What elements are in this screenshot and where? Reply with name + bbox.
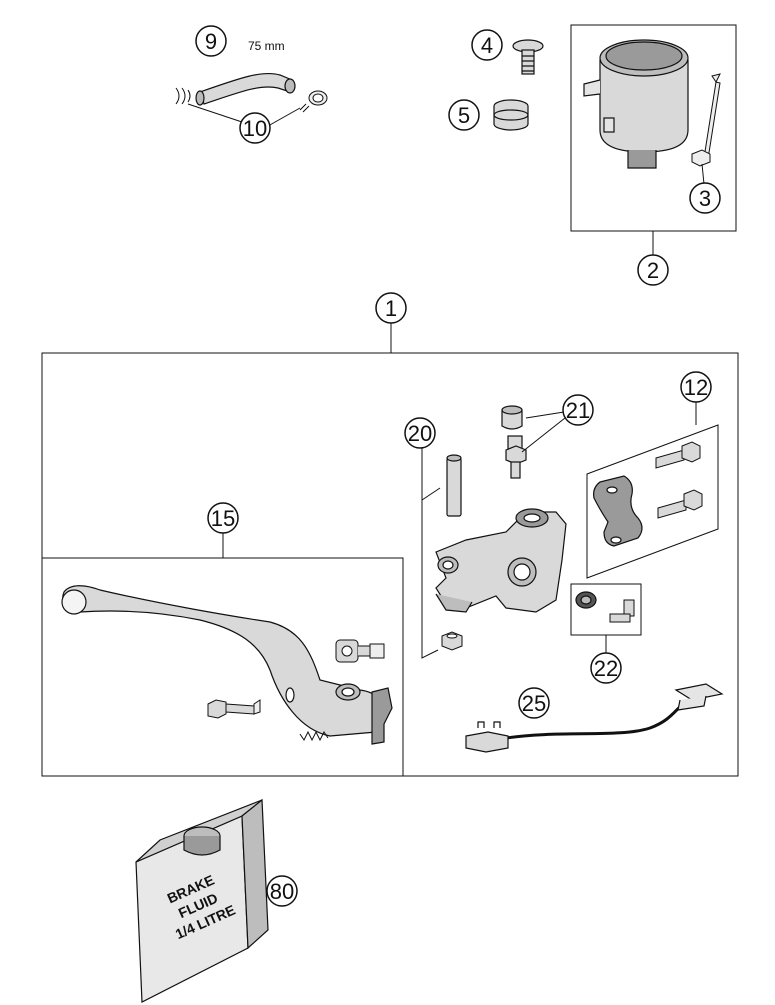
callout-1: 1 [375,292,407,353]
spring-part [299,730,329,742]
hose-length-label: 75 mm [248,39,285,53]
brake-switch-cable-part [465,683,724,753]
fluid-label: BRAKE FLUID 1/4 LITRE [165,872,238,943]
callout-20: 20 [404,417,436,449]
clamp-bolt-top [655,441,701,469]
hose-clamp-right [299,90,328,113]
svg-text:4: 4 [481,33,493,58]
callout-20-bracket [421,448,441,659]
adjuster-part [335,639,385,663]
callout-80: 80 [266,875,298,907]
bleed-screw-part [505,435,527,479]
svg-text:10: 10 [243,116,267,141]
svg-text:9: 9 [205,29,217,54]
svg-text:15: 15 [211,506,235,531]
grommet-part [493,99,529,131]
callout-21: 21 [521,394,594,453]
callout-2: 2 [637,231,669,286]
svg-text:5: 5 [458,103,470,128]
screw-part [512,39,544,75]
pivot-bolt-part [207,699,261,719]
fitting-part [609,599,635,623]
brake-lever-part [61,585,393,745]
callout-12: 12 [680,371,712,425]
svg-text:25: 25 [522,691,546,716]
bleed-cap-part [501,405,523,430]
clamp-bolt-bottom [657,489,703,519]
svg-text:3: 3 [699,186,711,211]
nut-part [441,631,463,651]
callout-25: 25 [518,687,550,719]
svg-text:75 mm: 75 mm [248,39,285,53]
hose-part [195,72,296,106]
svg-text:22: 22 [594,656,618,681]
callout-22: 22 [590,635,622,684]
hose-clamp-left [175,87,191,105]
clamp-box [586,424,719,579]
svg-text:2: 2 [647,258,659,283]
callout-5: 5 [448,99,480,131]
callout-4: 4 [471,29,503,61]
svg-text:1: 1 [385,296,397,321]
reservoir-part [583,39,689,169]
pin-part [446,454,462,517]
brake-fluid-can [135,798,269,1003]
svg-text:20: 20 [408,421,432,446]
callout-15: 15 [207,502,239,558]
callout-3: 3 [689,163,721,214]
svg-text:12: 12 [684,375,708,400]
callout-10: 10 [187,103,301,144]
master-cylinder-part [435,508,567,613]
seal-part [575,591,597,609]
clamp-part [593,475,643,547]
svg-text:21: 21 [566,398,590,423]
svg-text:80: 80 [270,879,294,904]
reservoir-bolt-part [691,73,721,167]
callout-9: 9 [195,25,227,57]
